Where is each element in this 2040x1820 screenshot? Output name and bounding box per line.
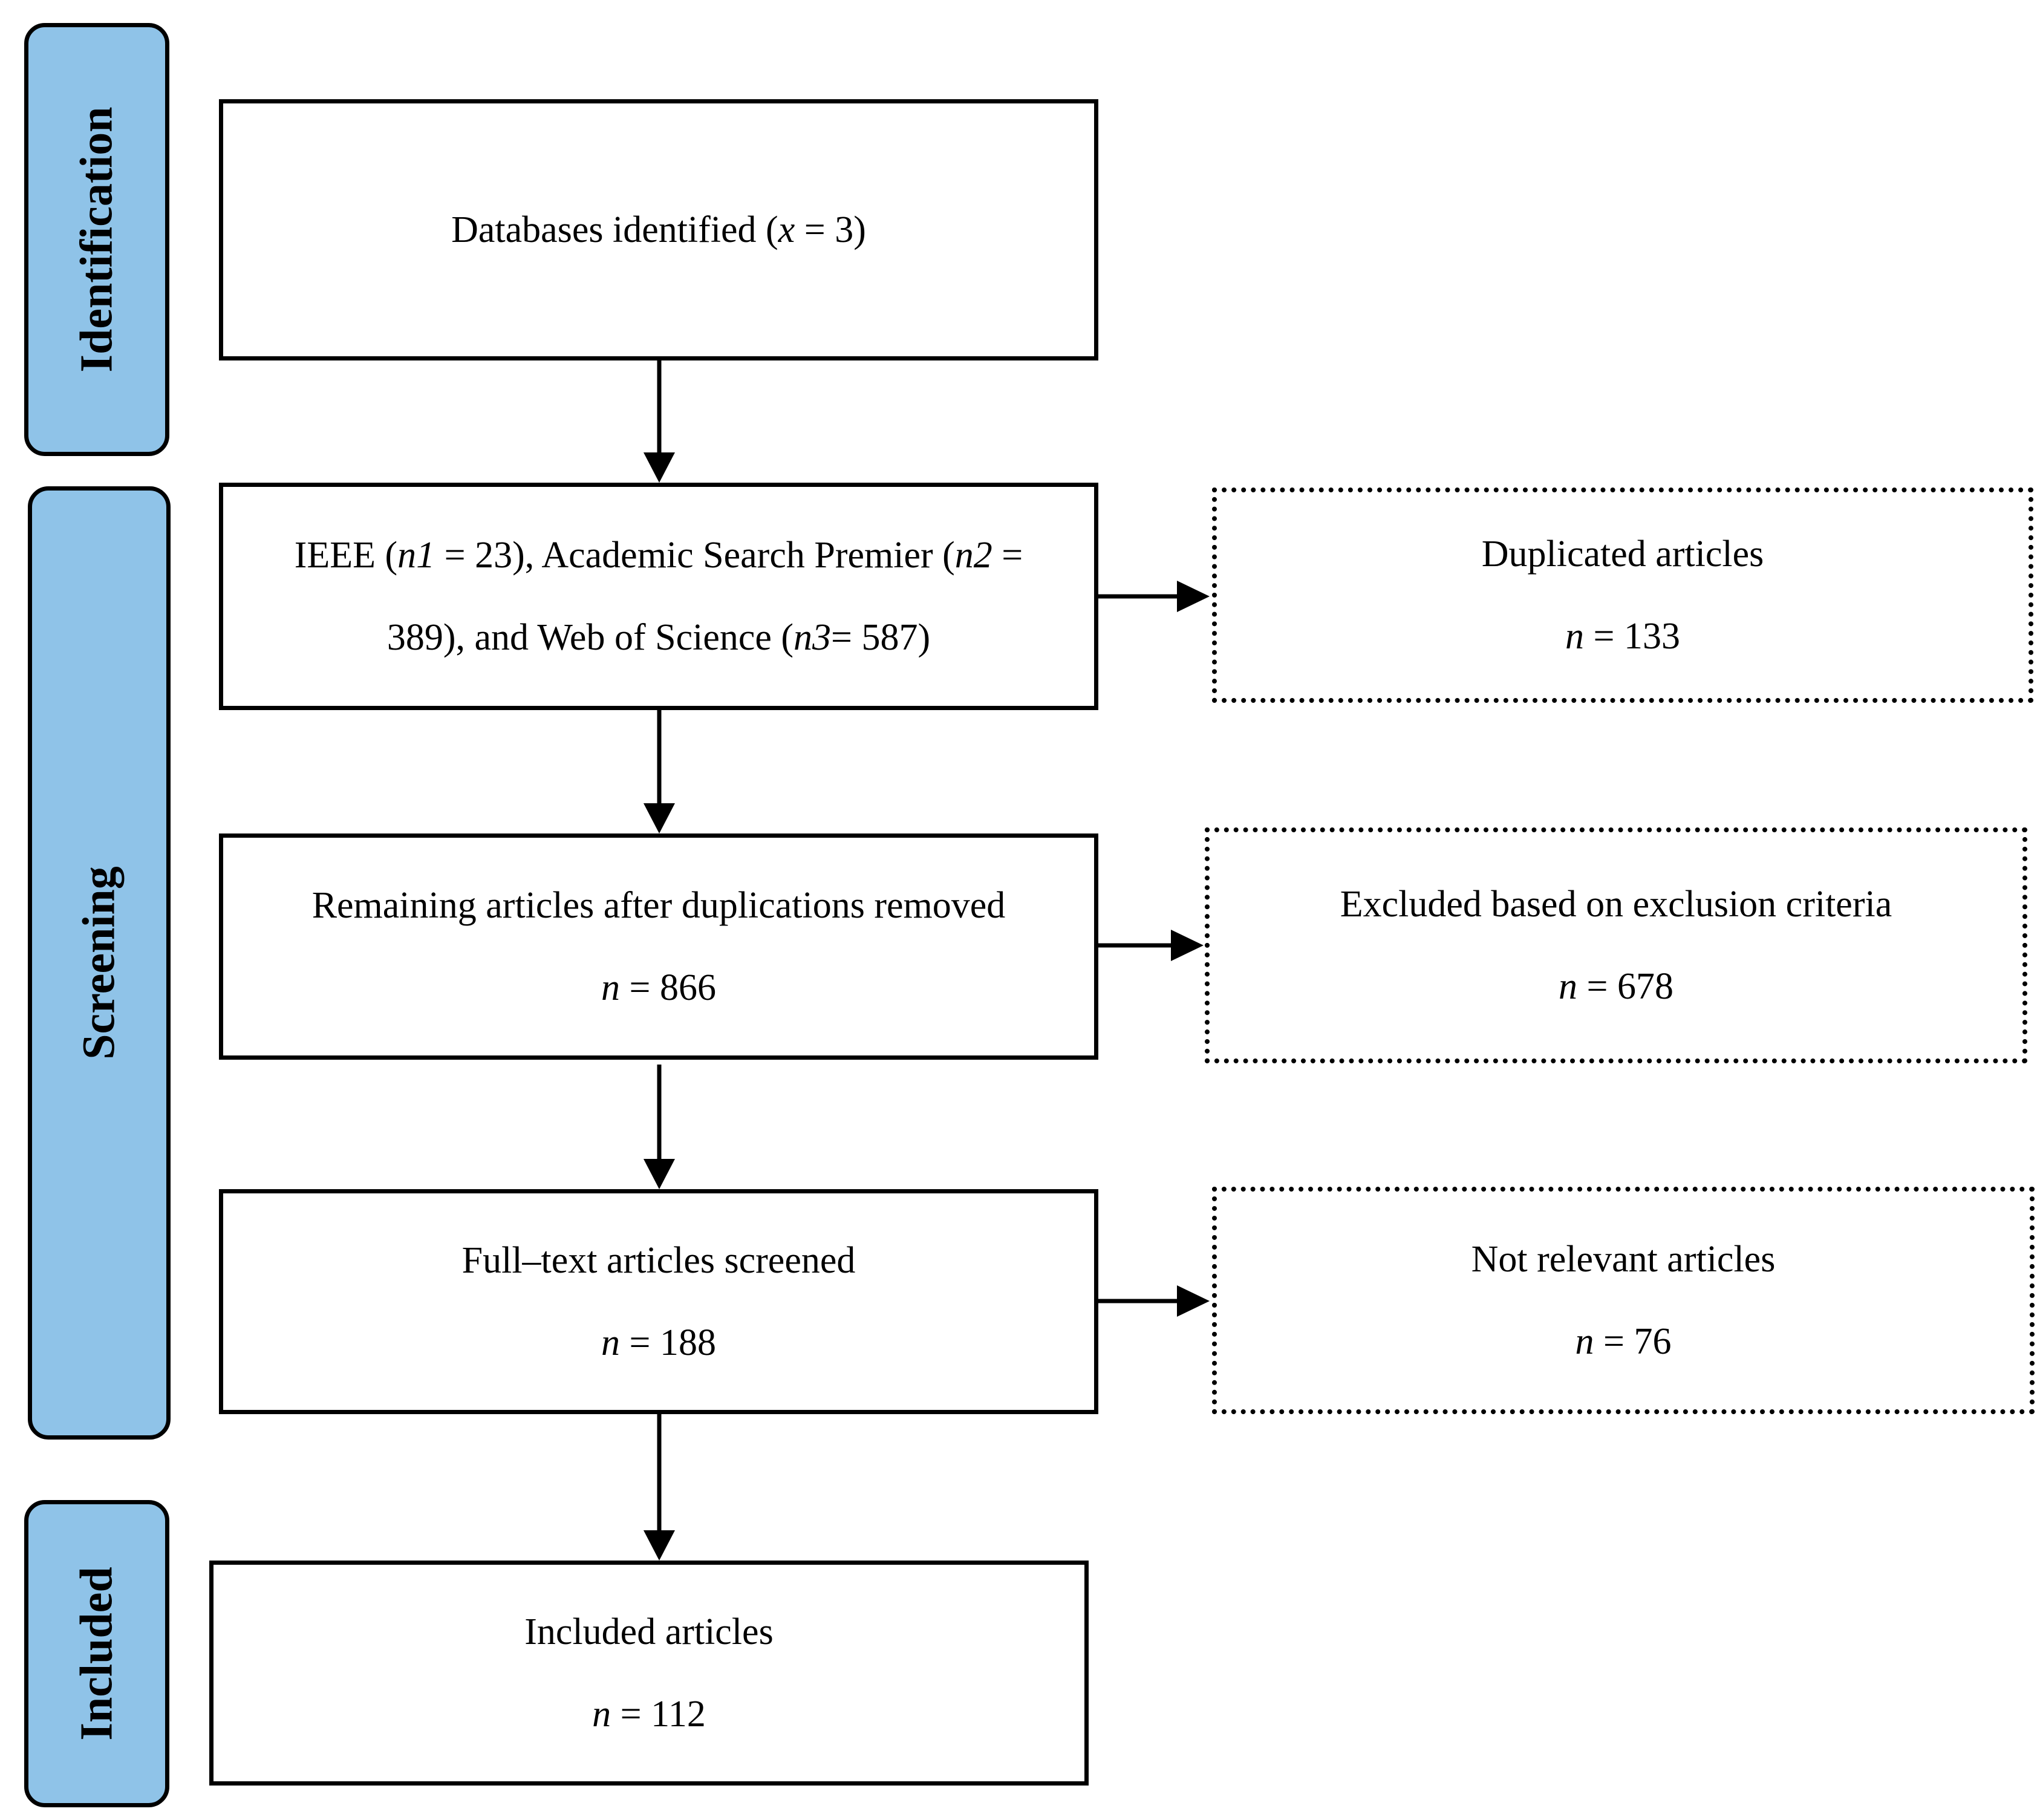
phase-label-included: Included — [71, 1567, 122, 1741]
fulltext-screened-title: Full–text articles screened — [461, 1240, 856, 1281]
phase-identification: Identification — [24, 23, 169, 456]
fulltext-screened-box: Full–text articles screened n = 188 — [219, 1189, 1098, 1414]
phase-included: Included — [24, 1500, 169, 1807]
fulltext-screened-count: n = 188 — [601, 1322, 716, 1363]
arrowhead-right-2 — [1171, 930, 1204, 961]
duplicated-articles-title: Duplicated articles — [1481, 533, 1764, 575]
included-articles-count: n = 112 — [592, 1694, 706, 1735]
excluded-criteria-count: n = 678 — [1559, 966, 1673, 1007]
database-sources-line-2: 389), and Web of Science (n3= 587) — [386, 617, 931, 658]
databases-identified-box: Databases identified (x = 3) — [219, 99, 1098, 360]
arrowhead-right-1 — [1177, 581, 1210, 612]
database-sources-line-1: IEEE (n1 = 23), Academic Search Premier … — [294, 535, 1023, 576]
duplicated-articles-box: Duplicated articles n = 133 — [1212, 488, 2033, 703]
excluded-criteria-title: Excluded based on exclusion criteria — [1340, 884, 1892, 925]
arrowhead-down-4 — [644, 1530, 675, 1561]
not-relevant-articles-count: n = 76 — [1575, 1321, 1672, 1362]
database-sources-box: IEEE (n1 = 23), Academic Search Premier … — [219, 483, 1098, 710]
included-articles-title: Included articles — [524, 1611, 774, 1652]
not-relevant-articles-title: Not relevant articles — [1471, 1239, 1776, 1280]
arrowhead-right-3 — [1177, 1285, 1210, 1317]
included-articles-box: Included articles n = 112 — [209, 1561, 1089, 1786]
phase-screening: Screening — [28, 486, 171, 1440]
phase-label-identification: Identification — [71, 106, 122, 373]
arrowhead-down-1 — [644, 452, 675, 483]
remaining-articles-box: Remaining articles after duplications re… — [219, 833, 1098, 1060]
duplicated-articles-count: n = 133 — [1565, 616, 1680, 657]
databases-identified-text: Databases identified (x = 3) — [451, 209, 866, 250]
remaining-articles-title: Remaining articles after duplications re… — [311, 885, 1006, 926]
arrowhead-down-3 — [644, 1159, 675, 1189]
phase-label-screening: Screening — [73, 866, 125, 1060]
not-relevant-articles-box: Not relevant articles n = 76 — [1212, 1187, 2035, 1414]
remaining-articles-count: n = 866 — [601, 967, 716, 1008]
excluded-criteria-box: Excluded based on exclusion criteria n =… — [1205, 827, 2027, 1063]
arrowhead-down-2 — [644, 803, 675, 833]
